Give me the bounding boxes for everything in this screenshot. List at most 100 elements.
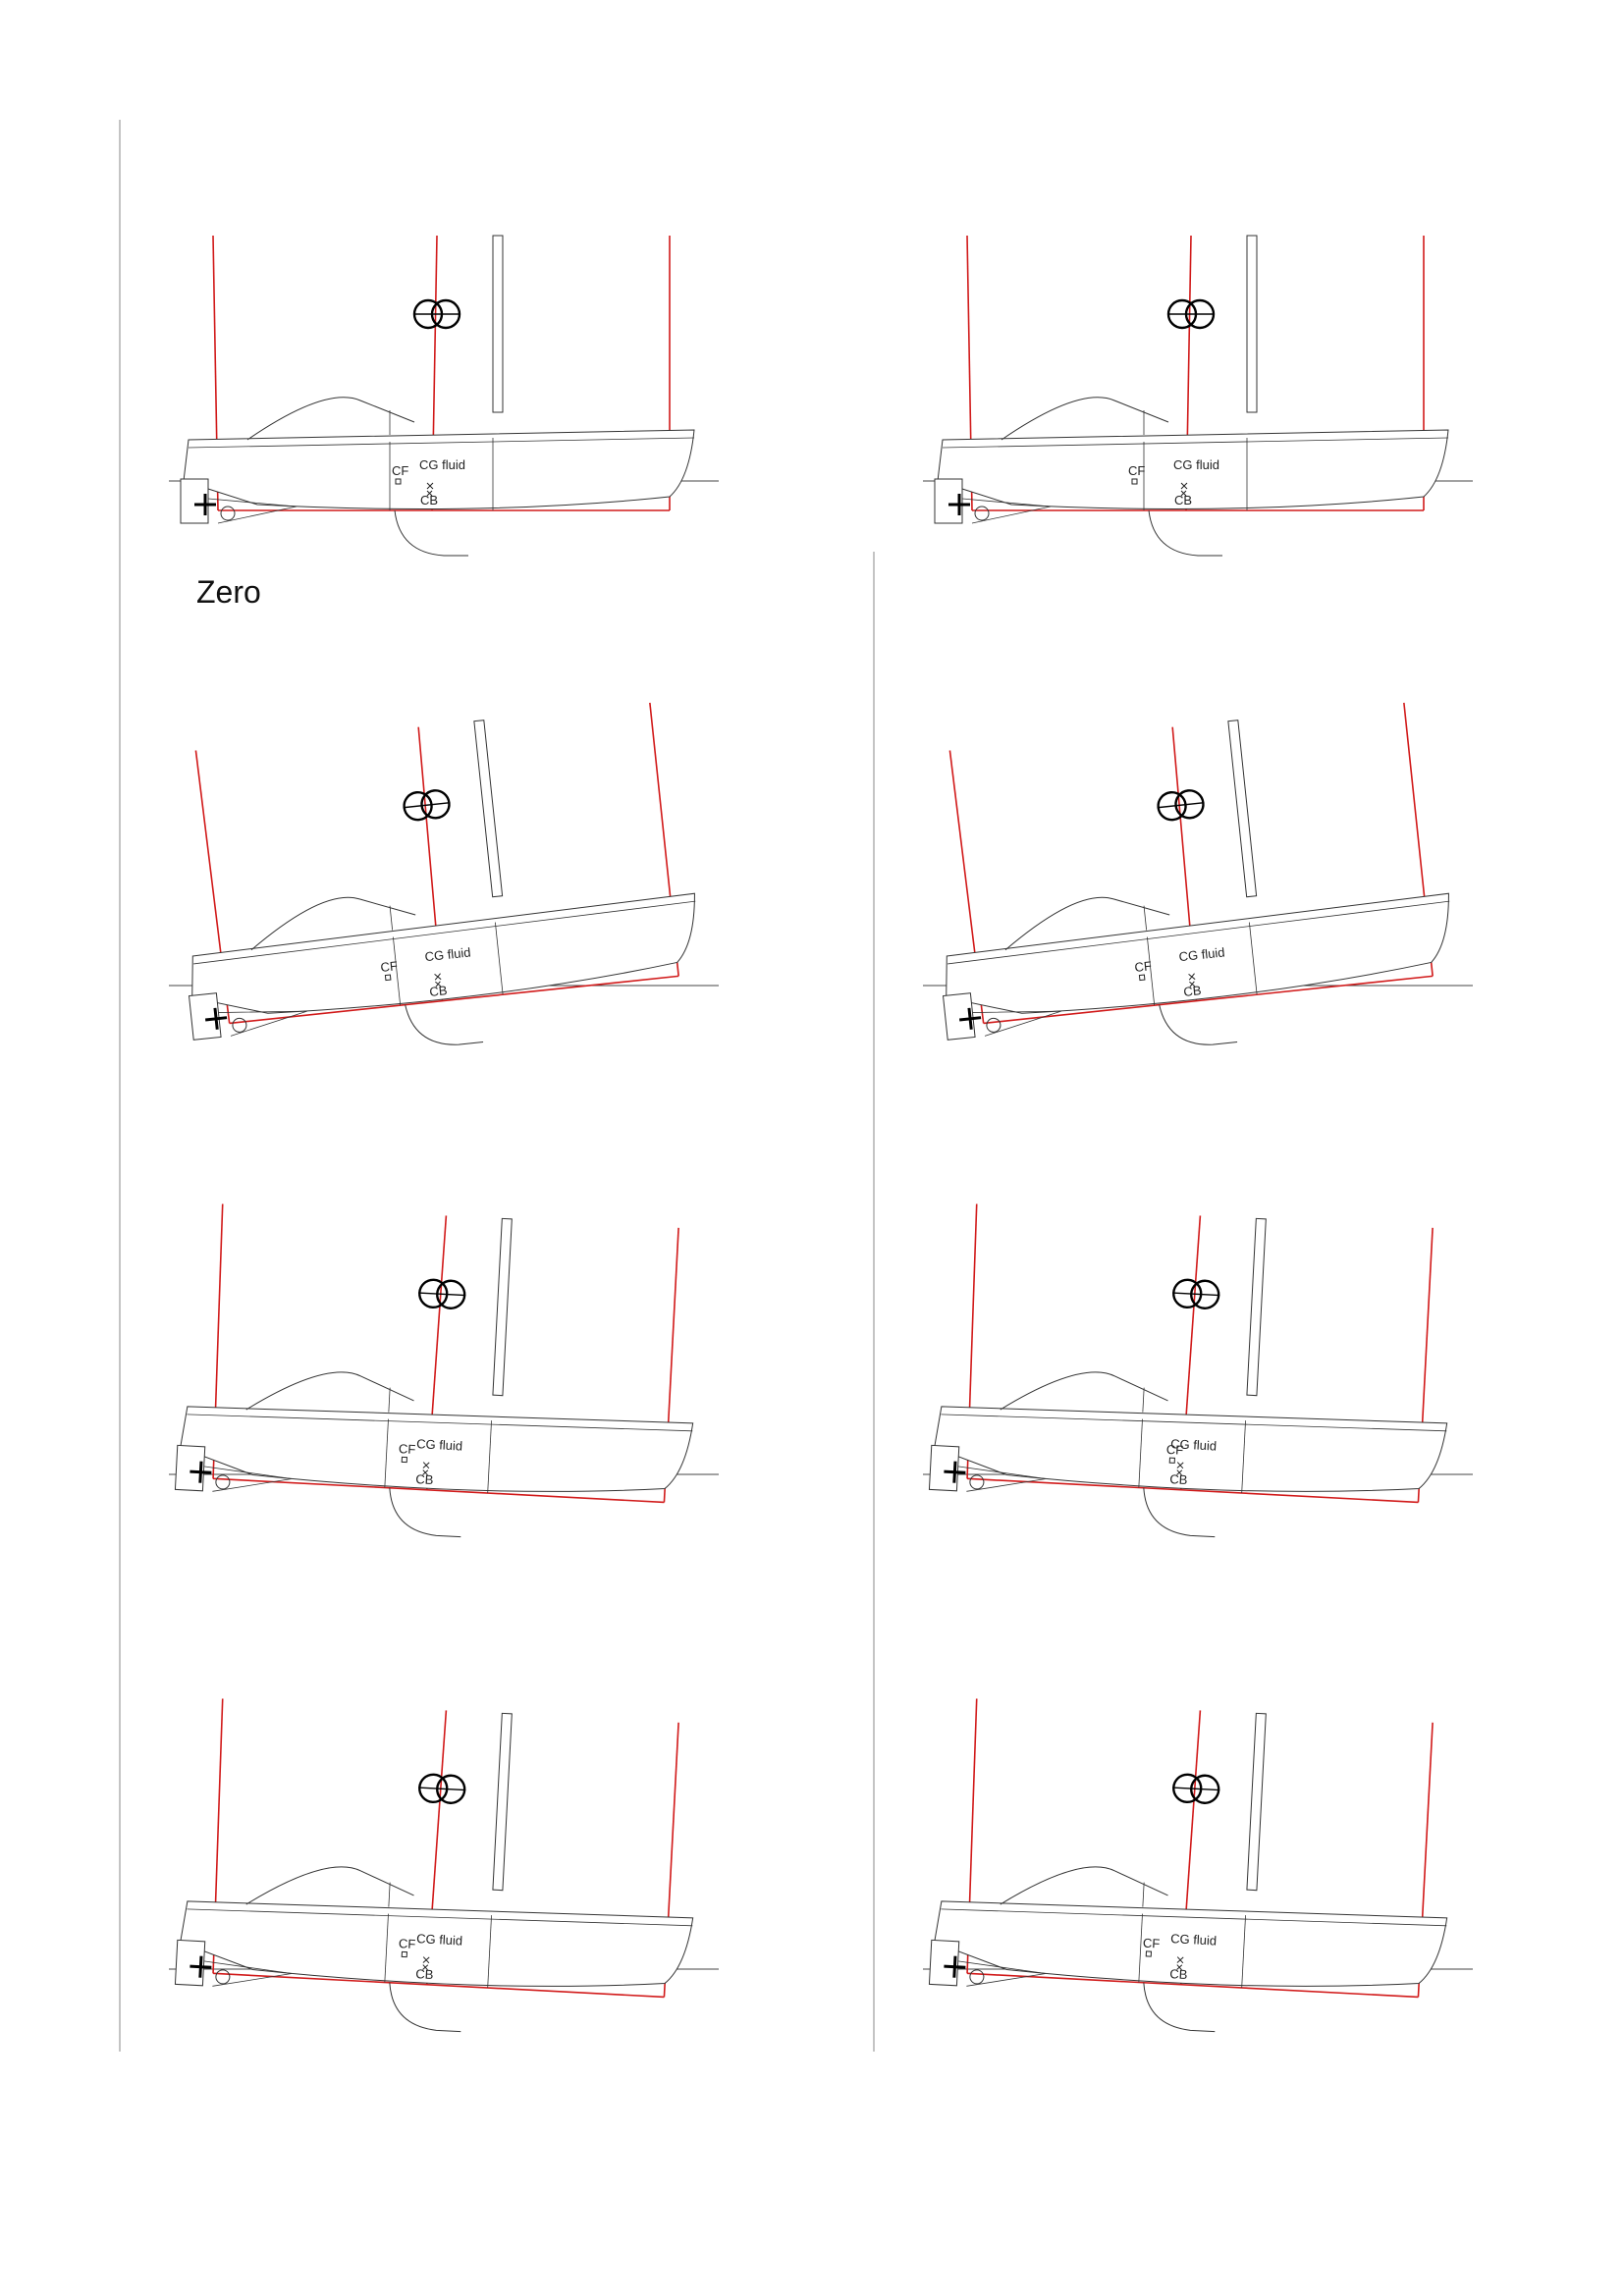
cf-label: CF [399,1936,416,1951]
cb-marker [1180,490,1187,497]
cabin-front [1142,1387,1145,1413]
bulkhead-fwd [1241,1915,1246,1989]
keel-curve [1143,1982,1216,2033]
deck-line [188,437,695,449]
cf-marker [384,974,392,982]
bulkhead-fwd [494,922,504,995]
cabin-roof [250,896,416,951]
reference-cross [194,494,216,515]
reference-cross [948,494,970,515]
cabin-roof [245,1866,414,1905]
cb-label: CB [415,1966,434,1982]
keel-curve [1148,509,1222,557]
cabin-front [388,1387,391,1413]
skeg [957,1960,1047,1987]
heave-symbol-bar [418,1292,466,1297]
bulkhead-aft [1138,1418,1143,1488]
red-baseline [967,1477,1419,1504]
mast [1246,235,1258,413]
cabin-roof [245,1371,414,1411]
bulkhead-aft [384,1418,389,1488]
deck-line [947,900,1450,965]
rudder [928,1444,960,1492]
heave-symbol-bar [418,1787,466,1791]
red-baseline [213,1972,665,1999]
cb-label: CB [420,493,438,507]
cg-fluid-label: CG fluid [419,457,465,472]
propeller-circle [215,1474,231,1490]
hull-outline [934,1406,1448,1492]
bulkhead-aft [384,1913,389,1983]
deck-line [941,1414,1447,1432]
reference-cross [959,1007,982,1030]
skeg [961,498,1052,524]
red-baseline [983,975,1434,1025]
cabin-front [389,905,394,931]
skeg [972,1010,1061,1037]
cabin-front [388,1882,391,1907]
cb-label: CB [1169,1471,1188,1487]
hull-outline [191,892,695,1014]
hull-outline [934,1900,1448,1987]
cb-marker [435,981,442,988]
cb-label: CB [1169,1966,1188,1982]
skeg [957,1466,1047,1492]
bulkhead-fwd [487,1915,492,1989]
cg-fluid-marker [422,1956,430,1964]
keel-curve [394,509,468,557]
reference-cross [944,1461,966,1483]
red-baseline [213,1477,665,1504]
propeller-circle [969,1969,985,1985]
cabin-roof [1001,397,1169,441]
cg-fluid-label: CG fluid [416,1931,463,1948]
propeller-circle [969,1474,985,1490]
deck-line [942,437,1449,449]
propeller-circle [974,506,990,521]
cb-label: CB [415,1471,434,1487]
cg-fluid-label: CG fluid [424,944,471,964]
deck-line [941,1908,1447,1927]
reference-cross [189,1461,212,1483]
cg-fluid-marker [434,973,442,981]
cb-label: CB [429,983,449,999]
red-baseline [229,975,679,1025]
propeller-circle [986,1017,1001,1033]
mast [1227,720,1258,898]
heave-symbol-bar [1172,1787,1220,1791]
heave-symbol-bar [1172,1292,1220,1297]
cf-label: CF [1128,463,1145,478]
bulkhead-fwd [487,1420,492,1494]
cabin-front [1143,905,1148,931]
rudder [188,992,222,1041]
cb-marker [426,490,433,497]
cg-fluid-marker [422,1462,430,1469]
heave-symbol-bar [1157,802,1205,809]
cg-fluid-marker [1180,482,1188,490]
rudder [928,1939,960,1987]
propeller-circle [232,1017,247,1033]
cf-marker [1131,478,1138,485]
rudder [180,478,209,524]
cabin-roof [1000,1866,1168,1905]
hull-outline [946,892,1449,1014]
cg-fluid-label: CG fluid [1178,944,1225,964]
bulkhead-aft [1138,1913,1143,1983]
cg-fluid-label: CG fluid [1173,457,1219,472]
deck-line [187,1414,693,1432]
propeller-circle [220,506,236,521]
keel-curve [1159,1004,1238,1045]
mast [1246,1712,1267,1892]
